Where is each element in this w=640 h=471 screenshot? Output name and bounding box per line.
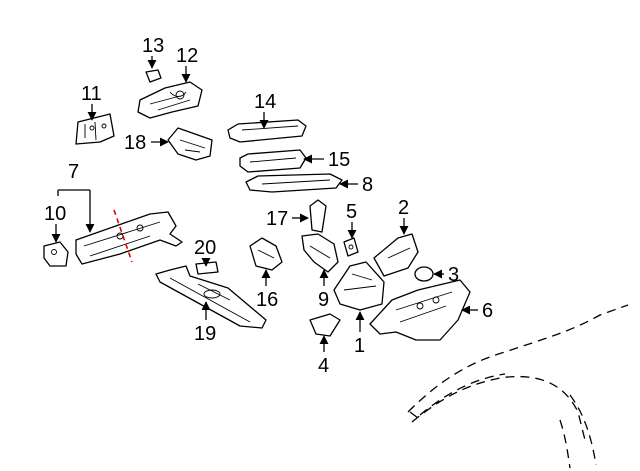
part-11-bracket-plate[interactable] <box>75 113 115 145</box>
fender-outline <box>407 304 629 469</box>
callout-11: 11 <box>81 83 102 105</box>
callout-labels: 13 12 11 14 18 15 7 8 2 5 10 17 20 3 16 … <box>44 35 493 377</box>
callout-14: 14 <box>254 91 276 113</box>
part-12-upper-rail[interactable] <box>137 81 203 119</box>
part-19-rail[interactable] <box>155 265 267 329</box>
callout-4: 4 <box>318 355 329 377</box>
callout-6: 6 <box>482 300 493 322</box>
callout-7: 7 <box>68 161 79 183</box>
callout-17: 17 <box>266 208 288 230</box>
leader-lines <box>51 56 478 352</box>
part-7-side-member[interactable] <box>75 211 183 265</box>
callout-1: 1 <box>354 335 365 357</box>
part-5-bracket[interactable] <box>343 237 359 257</box>
callout-10: 10 <box>44 203 66 225</box>
callout-15: 15 <box>328 149 350 171</box>
part-9-apron[interactable] <box>301 233 339 273</box>
part-14-member[interactable] <box>227 119 307 143</box>
callout-20: 20 <box>194 237 216 259</box>
part-10-bracket[interactable] <box>43 241 69 267</box>
cut-line <box>113 209 133 263</box>
callout-5: 5 <box>346 201 357 223</box>
callout-8: 8 <box>362 174 373 196</box>
part-16-bracket[interactable] <box>249 237 283 271</box>
callout-9: 9 <box>318 289 329 311</box>
callout-19: 19 <box>194 323 216 345</box>
part-20-plate[interactable] <box>195 261 219 275</box>
part-4-support[interactable] <box>309 313 341 337</box>
callout-13: 13 <box>142 35 164 57</box>
callout-18: 18 <box>124 132 146 154</box>
callout-3: 3 <box>448 264 459 286</box>
part-8-extension[interactable] <box>245 173 343 193</box>
part-2-upper-apron[interactable] <box>373 233 419 277</box>
part-6-fender-apron[interactable] <box>369 279 471 341</box>
part-17-bracket[interactable] <box>309 199 327 233</box>
callout-16: 16 <box>256 289 278 311</box>
part-3-plug[interactable] <box>414 266 434 282</box>
part-13-bracket[interactable] <box>145 69 162 83</box>
callout-12: 12 <box>176 45 198 67</box>
part-1-wheelhouse[interactable] <box>333 261 385 311</box>
part-18-reinforcement[interactable] <box>167 127 213 161</box>
callout-2: 2 <box>398 197 409 219</box>
part-15-member[interactable] <box>239 149 307 173</box>
